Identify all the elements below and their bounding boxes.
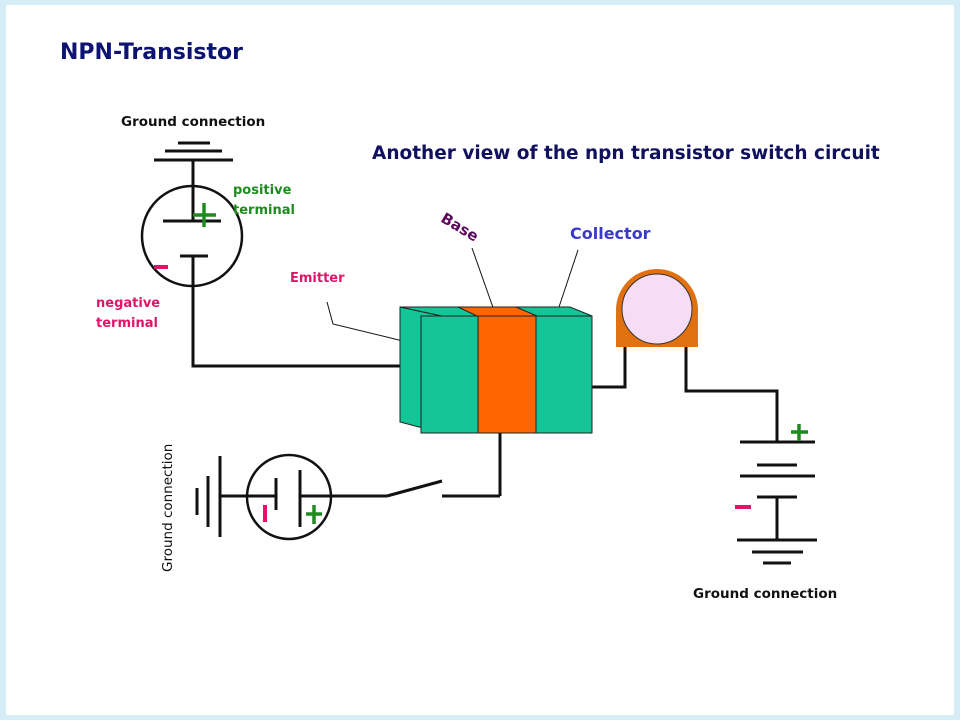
battery-icon-top (140, 184, 244, 288)
battery-icon-left (245, 453, 387, 541)
negative-terminal-label: negative terminal (96, 296, 161, 331)
ground-symbol-icon-top (154, 141, 233, 162)
plus-icon-top (193, 203, 216, 227)
lamp-icon (616, 269, 698, 347)
collector-label: Collector (570, 224, 651, 243)
emitter-label: Emitter (290, 271, 345, 286)
ground-symbol-icon-left (195, 456, 222, 537)
battery-icon-right (740, 440, 815, 540)
ground-label-left: Ground connection (160, 443, 176, 572)
plus-icon-right (791, 424, 808, 441)
pointer-lines (326, 247, 579, 342)
emitter-region (420, 315, 479, 434)
collector-region (535, 315, 593, 434)
base-region (477, 315, 537, 434)
page-title: NPN-Transistor (60, 40, 244, 65)
diagram-subtitle: Another view of the npn transistor switc… (372, 143, 880, 164)
switch-icon (386, 479, 500, 498)
transistor-icon (399, 306, 593, 434)
positive-terminal-label: positive terminal (233, 183, 295, 218)
ground-symbol-icon-right (737, 538, 817, 565)
ground-label-top: Ground connection (121, 114, 266, 130)
wire-to-emitter (191, 286, 400, 368)
wire-lamp-to-battery (684, 347, 779, 442)
wire-collector-to-lamp (592, 347, 627, 389)
plus-icon-left (306, 505, 322, 524)
ground-label-bottom-right: Ground connection (693, 586, 838, 602)
